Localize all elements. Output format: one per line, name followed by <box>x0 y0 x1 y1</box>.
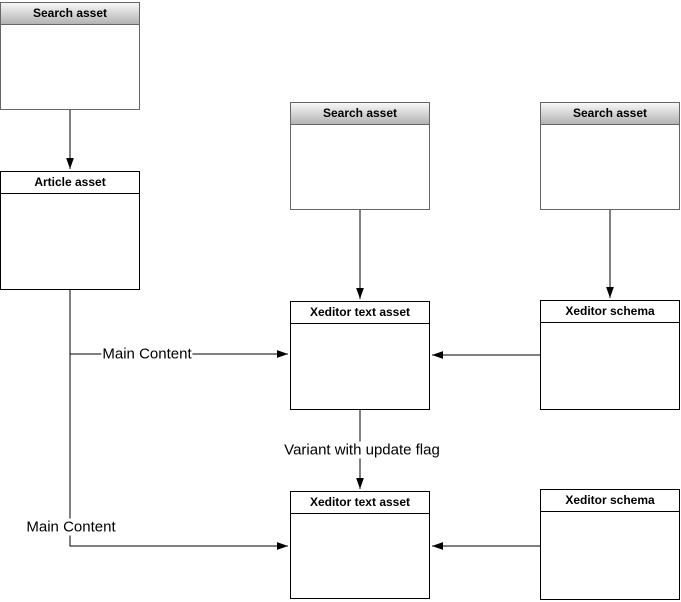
node-xeditor-text-asset-variant: Xeditor text asset <box>290 491 430 599</box>
edge-label-main-content-upper: Main Content <box>101 345 193 363</box>
node-article-asset: Article asset <box>0 171 140 290</box>
node-title: Xeditor schema <box>541 490 679 512</box>
node-xeditor-schema-variant: Xeditor schema <box>540 489 680 600</box>
node-title: Search asset <box>291 103 429 125</box>
node-body <box>291 324 429 409</box>
node-title: Search asset <box>541 103 679 125</box>
node-body <box>1 25 139 109</box>
node-title: Xeditor text asset <box>291 302 429 324</box>
node-title: Article asset <box>1 172 139 194</box>
node-body <box>1 194 139 289</box>
node-search-asset-middle: Search asset <box>290 102 430 210</box>
node-xeditor-schema-main: Xeditor schema <box>540 300 680 410</box>
node-search-asset-top-left: Search asset <box>0 2 140 110</box>
edge-label-main-content-lower: Main Content <box>25 518 117 536</box>
edge-article-to-xeditor-text-variant <box>69 290 288 550</box>
node-title: Search asset <box>1 3 139 25</box>
node-body <box>291 125 429 209</box>
node-title: Xeditor schema <box>541 301 679 323</box>
node-title: Xeditor text asset <box>291 492 429 514</box>
node-body <box>541 512 679 599</box>
edge-label-variant-with-update-flag: Variant with update flag <box>283 441 441 459</box>
node-body <box>291 514 429 598</box>
node-xeditor-text-asset-main: Xeditor text asset <box>290 301 430 410</box>
node-search-asset-right: Search asset <box>540 102 680 210</box>
node-body <box>541 125 679 209</box>
node-body <box>541 323 679 409</box>
